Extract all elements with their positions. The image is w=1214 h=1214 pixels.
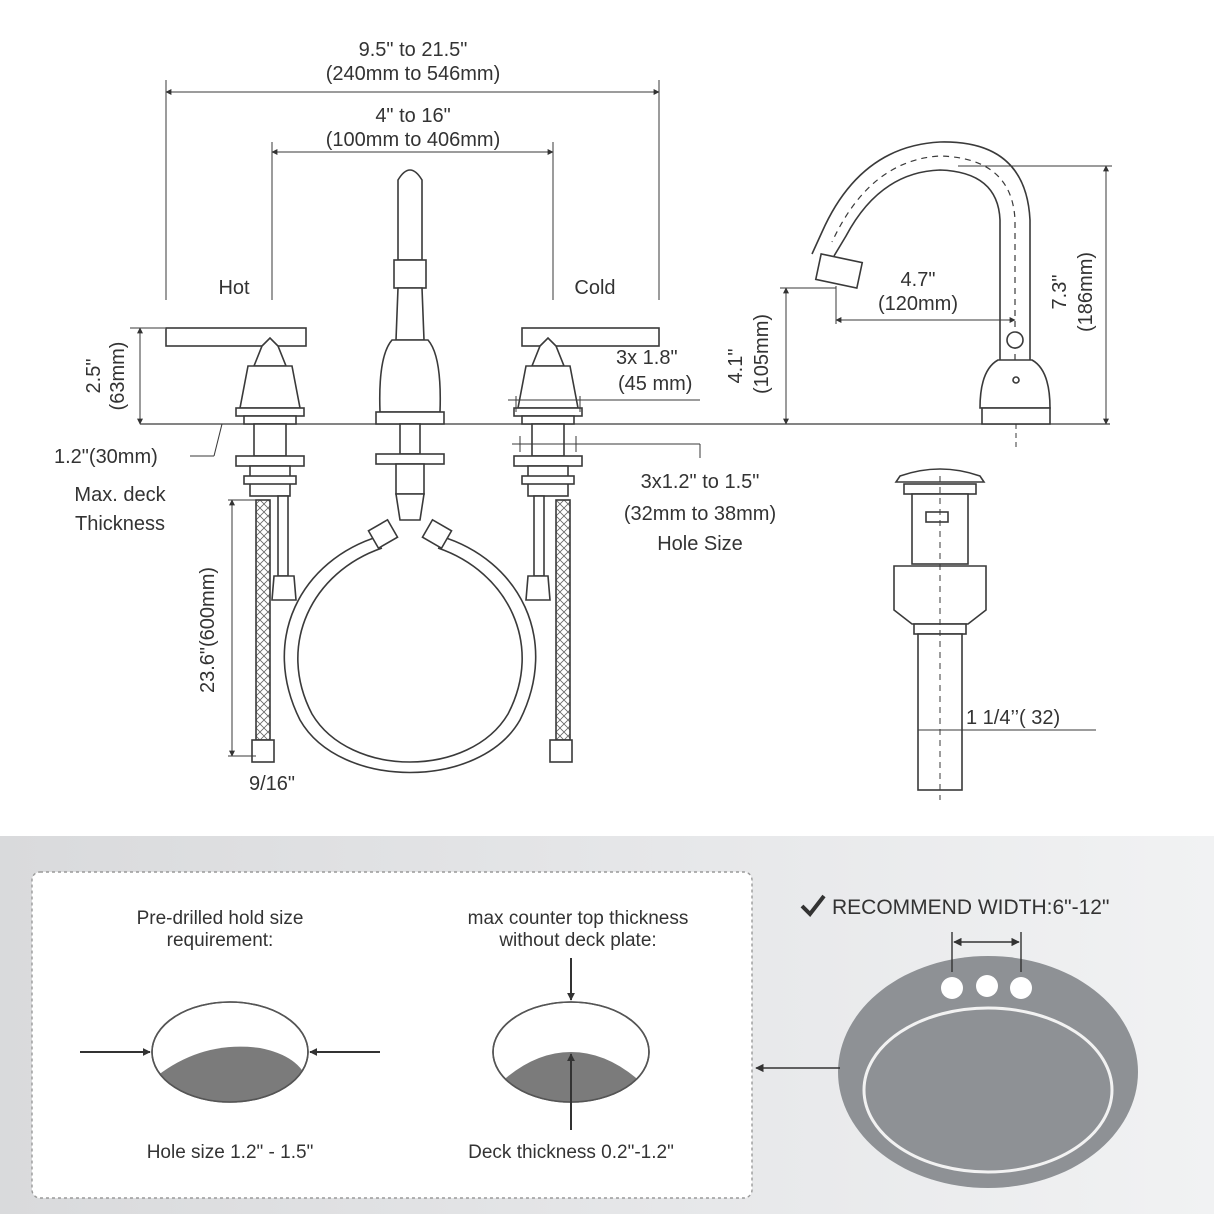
hot-label: Hot xyxy=(218,277,250,299)
info-panel: Pre-drilled hold size requirement: Hole … xyxy=(0,836,1214,1214)
handle-spread-label: 4" to 16" xyxy=(375,105,450,127)
recommend-width-label: RECOMMEND WIDTH:6"-12" xyxy=(832,896,1109,919)
counter-title-2: without deck plate: xyxy=(498,930,656,951)
spout-height-metric: (105mm) xyxy=(751,314,773,394)
spout-reach-metric: (120mm) xyxy=(878,293,958,315)
hole-size-caption: Hole Size xyxy=(657,533,743,555)
hole-req-title-1: Pre-drilled hold size xyxy=(137,908,304,929)
connector-label: 9/16" xyxy=(249,773,295,795)
spout-height-label: 4.1" xyxy=(725,349,747,384)
center-spout xyxy=(375,169,445,521)
deck-thickness-label-2: Thickness xyxy=(75,513,165,535)
faucet-hole xyxy=(1010,977,1032,999)
total-height-metric: (186mm) xyxy=(1075,252,1097,332)
counter-title-1: max counter top thickness xyxy=(468,908,689,929)
side-spout xyxy=(811,141,1051,448)
hole-size-label: 3x1.2" to 1.5" xyxy=(641,471,760,493)
handle-height-metric: (63mm) xyxy=(107,342,129,411)
hole-size-metric: (32mm to 38mm) xyxy=(624,503,776,525)
popup-drain xyxy=(893,468,1096,800)
drain-size-label: 1 1/4’’( 32) xyxy=(966,707,1060,729)
counter-diagram xyxy=(492,958,650,1130)
handle-base-metric: (45 mm) xyxy=(618,373,692,395)
handle-base-label: 3x 1.8" xyxy=(616,347,678,369)
hose-length-label: 23.6"(600mm) xyxy=(197,567,219,693)
overall-width-label: 9.5" to 21.5" xyxy=(359,39,468,61)
check-icon xyxy=(800,894,826,918)
overall-width-metric: (240mm to 546mm) xyxy=(326,63,501,85)
hole-req-title-2: requirement: xyxy=(167,930,274,951)
total-height-label: 7.3" xyxy=(1049,275,1071,310)
cold-handle xyxy=(513,327,660,763)
faucet-hole xyxy=(976,975,998,997)
handle-height-label: 2.5" xyxy=(83,359,105,394)
faucet-hole xyxy=(941,977,963,999)
sink-diagram xyxy=(755,932,1138,1188)
deck-thickness-label-1: Max. deck xyxy=(74,484,166,506)
spout-reach-label: 4.7" xyxy=(901,269,936,291)
deck-thickness-value: 1.2"(30mm) xyxy=(54,446,158,468)
hot-handle xyxy=(165,327,307,763)
faucet-drawing xyxy=(130,80,1112,800)
handle-spread-metric: (100mm to 406mm) xyxy=(326,129,501,151)
hole-diagram xyxy=(80,1001,380,1103)
faucet-labels: 9.5" to 21.5" (240mm to 546mm) 4" to 16"… xyxy=(54,39,1097,795)
cold-label: Cold xyxy=(574,277,615,299)
counter-caption: Deck thickness 0.2"-1.2" xyxy=(468,1142,674,1163)
hole-req-caption: Hole size 1.2" - 1.5" xyxy=(147,1142,314,1163)
